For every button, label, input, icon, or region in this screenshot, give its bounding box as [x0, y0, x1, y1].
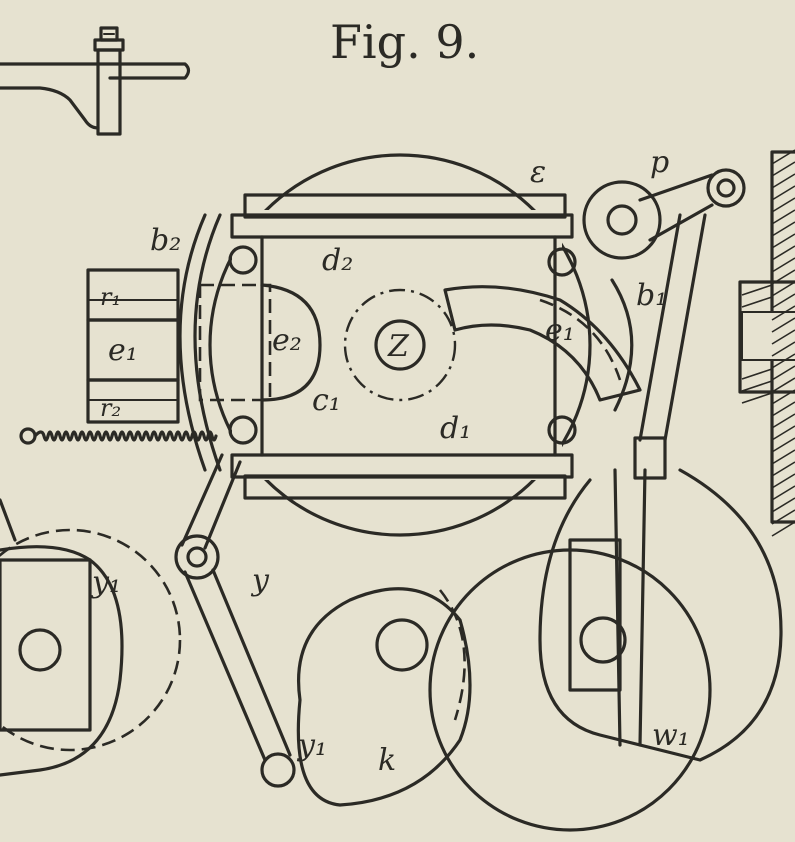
- pin-lower-right: [547, 415, 577, 445]
- label-z: Z: [387, 329, 410, 364]
- label-d2: d₂: [322, 243, 353, 278]
- label-k: k: [378, 743, 396, 778]
- pin-upper-left: [228, 245, 258, 275]
- label-y1: y₁: [296, 728, 327, 763]
- roller-p: [582, 180, 662, 260]
- lever-y: [174, 453, 296, 788]
- label-y: y: [250, 563, 270, 598]
- label-b2: b₂: [150, 223, 181, 258]
- tension-spring: [33, 430, 218, 442]
- pin-upper-right: [547, 247, 577, 277]
- segment-e2: [260, 283, 322, 402]
- hub-z: [374, 319, 426, 371]
- label-y1-left: y₁: [90, 565, 121, 600]
- hatched-section: [738, 149, 795, 537]
- cam-dashdot-circle: [343, 288, 457, 402]
- main-block: [230, 193, 574, 500]
- label-r1: r₁: [100, 283, 121, 311]
- label-E: ε: [530, 155, 546, 190]
- cam-segment: [443, 285, 642, 402]
- label-e2: e₂: [272, 323, 302, 358]
- left-part-y1: [0, 498, 182, 777]
- curved-plate-b1: [610, 278, 634, 412]
- large-wheel: [208, 153, 592, 537]
- bracket-detail: [0, 26, 191, 136]
- label-p: p: [650, 145, 669, 180]
- label-c1: c₁: [312, 383, 341, 418]
- pin-lower-left: [228, 415, 258, 445]
- curved-plate-b2: [193, 213, 222, 472]
- figure-title: Fig. 9.: [330, 15, 479, 69]
- arm-w1: [538, 168, 783, 762]
- label-e1-right: e₁: [545, 313, 575, 348]
- label-r2: r₂: [100, 394, 121, 422]
- cam-disc-y1: [296, 587, 472, 807]
- label-b1: b₁: [636, 278, 667, 313]
- label-w1: w₁: [652, 718, 690, 753]
- left-stack: [86, 268, 180, 424]
- label-d1: d₁: [440, 411, 471, 446]
- label-e1: e₁: [108, 333, 138, 368]
